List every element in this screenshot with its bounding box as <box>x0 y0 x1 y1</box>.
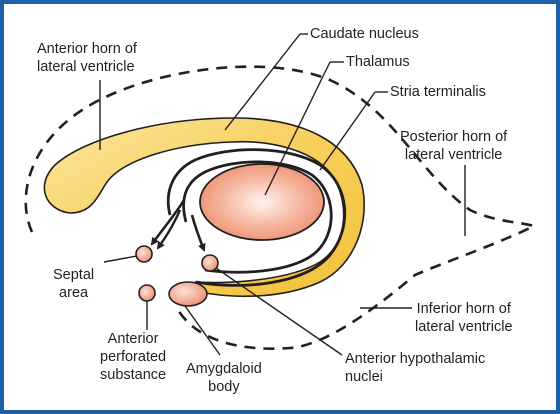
septal-area-node <box>136 246 152 262</box>
leader-amygdala <box>185 306 220 355</box>
thalamus-shape <box>200 164 324 240</box>
leader-septal <box>104 256 137 262</box>
anterior-hypothalamic-node <box>202 255 218 271</box>
label-amygdaloid-body: Amygdaloid body <box>186 360 262 396</box>
amygdaloid-body-node <box>169 282 207 306</box>
label-caudate-nucleus: Caudate nucleus <box>310 25 419 43</box>
anterior-perforated-substance-node <box>139 285 155 301</box>
label-stria-terminalis: Stria terminalis <box>390 83 486 101</box>
label-posterior-horn: Posterior horn of lateral ventricle <box>400 128 507 164</box>
arrow-to-perforated-substance <box>158 210 180 248</box>
label-thalamus: Thalamus <box>346 53 410 71</box>
arrow-to-hypothalamic-nuclei <box>192 215 204 250</box>
leader-caudate <box>225 34 300 130</box>
label-septal-area: Septal area <box>53 266 94 302</box>
label-anterior-hypothalamic-nuclei: Anterior hypothalamic nuclei <box>345 350 485 386</box>
label-anterior-horn: Anterior horn of lateral ventricle <box>37 40 137 76</box>
label-inferior-horn: Inferior horn of lateral ventricle <box>415 300 513 336</box>
label-anterior-perforated-substance: Anterior perforated substance <box>100 330 166 384</box>
